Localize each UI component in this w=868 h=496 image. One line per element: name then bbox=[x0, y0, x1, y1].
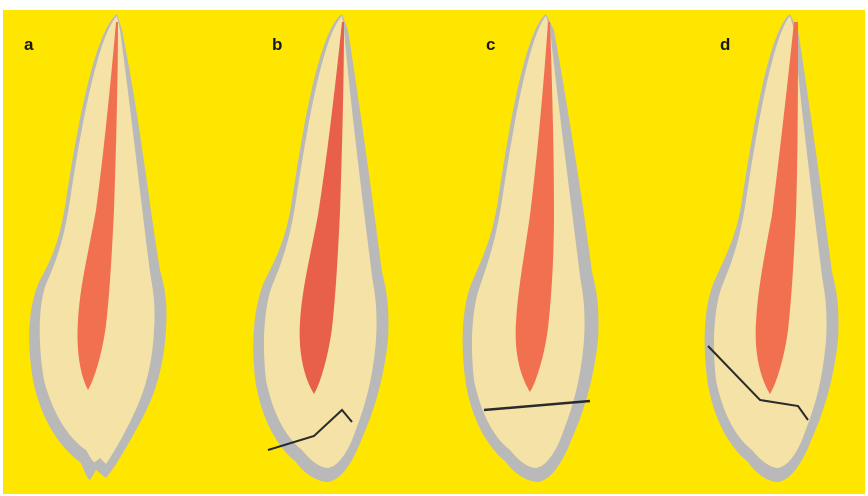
panel-label-a: a bbox=[24, 36, 33, 53]
panel-label-c: c bbox=[486, 36, 495, 53]
panel-label-b: b bbox=[272, 36, 282, 53]
panel-label-d: d bbox=[720, 36, 730, 53]
